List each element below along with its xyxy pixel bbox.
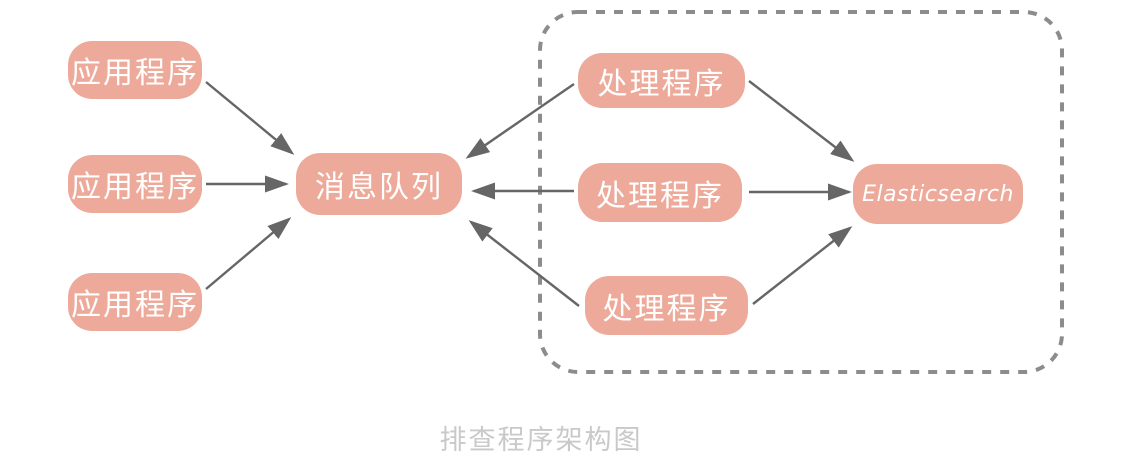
node-application-2: 应用程序: [68, 155, 202, 213]
node-worker-2-label: 处理程序: [596, 178, 724, 214]
diagram-caption: 排查程序架构图: [439, 425, 643, 456]
node-message-queue-label: 消息队列: [315, 170, 443, 205]
arrow-worker1-to-mq: [465, 83, 575, 159]
arrow-worker3-to-mq: [468, 220, 580, 307]
node-worker-1: 处理程序: [578, 53, 745, 108]
arrow-worker1-to-es: [748, 80, 855, 162]
node-application-3: 应用程序: [68, 273, 202, 331]
arrow-app3-to-mq: [205, 217, 292, 290]
node-message-queue: 消息队列: [296, 153, 462, 215]
node-elasticsearch-label: Elasticsearch: [862, 181, 1014, 207]
node-worker-3-label: 处理程序: [602, 291, 731, 327]
node-application-2-label: 应用程序: [71, 170, 199, 205]
node-application-1-label: 应用程序: [71, 56, 199, 91]
arrow-worker3-to-es: [752, 226, 853, 305]
arrow-app1-to-mq: [205, 81, 295, 155]
node-elasticsearch: Elasticsearch: [853, 164, 1023, 224]
node-worker-2: 处理程序: [578, 163, 742, 222]
node-worker-1-label: 处理程序: [597, 66, 726, 102]
node-application-1: 应用程序: [68, 41, 202, 99]
node-worker-3: 处理程序: [585, 276, 748, 335]
node-application-3-label: 应用程序: [71, 288, 199, 323]
